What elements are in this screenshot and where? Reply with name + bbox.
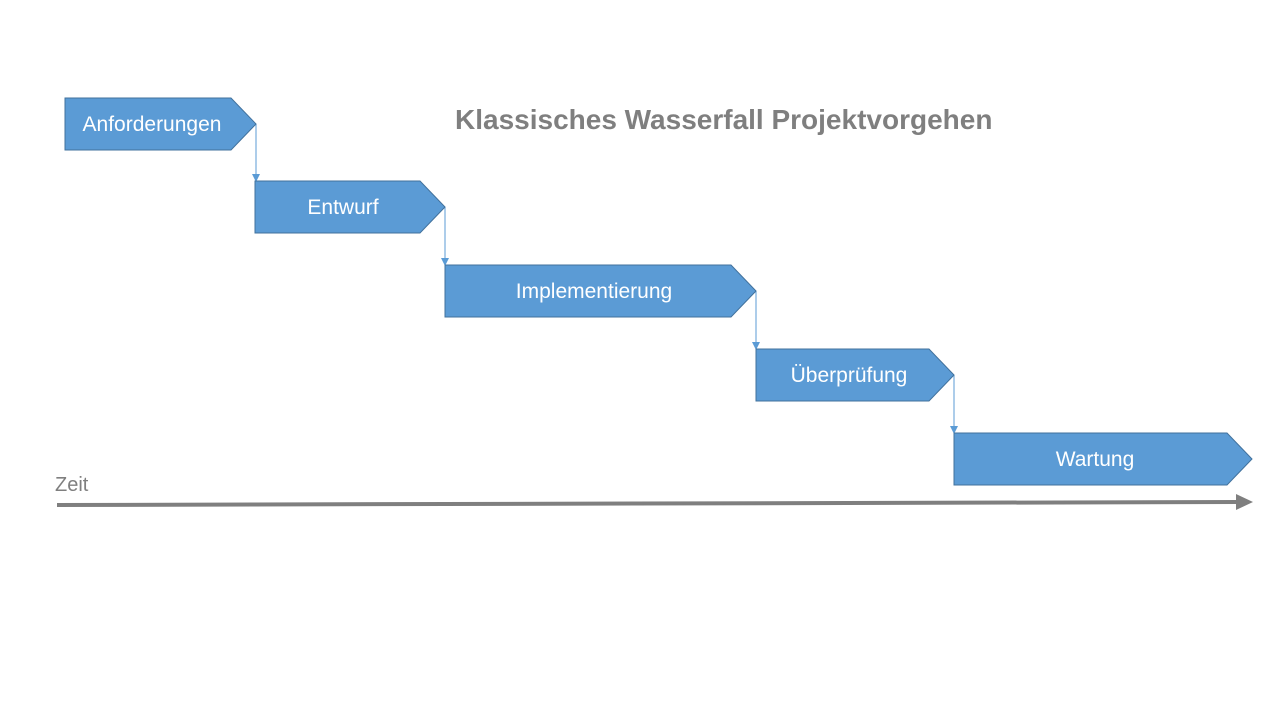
phase-ueberpruefung: Überprüfung [755,348,955,402]
phase-shape [64,97,257,151]
phase-label: Entwurf [307,196,378,219]
phase-shape [444,264,757,318]
phase-shape [755,348,955,402]
diagram-title: Klassisches Wasserfall Projektvorgehen [455,104,993,135]
phase-label: Implementierung [516,280,672,303]
phase-entwurf: Entwurf [254,180,446,234]
phase-shape [254,180,446,234]
phase-label: Überprüfung [791,364,908,387]
time-axis-label: Zeit [55,474,89,496]
time-axis [56,494,1253,510]
phase-label: Wartung [1056,448,1135,471]
time-axis-line [56,500,1239,507]
phase-implementierung: Implementierung [444,264,757,318]
phase-wartung: Wartung [953,432,1253,486]
time-axis-arrowhead [1236,494,1253,510]
phase-shape [953,432,1253,486]
phase-anforderungen: Anforderungen [64,97,257,151]
connector-group [252,124,958,434]
phase-label: Anforderungen [83,113,222,136]
